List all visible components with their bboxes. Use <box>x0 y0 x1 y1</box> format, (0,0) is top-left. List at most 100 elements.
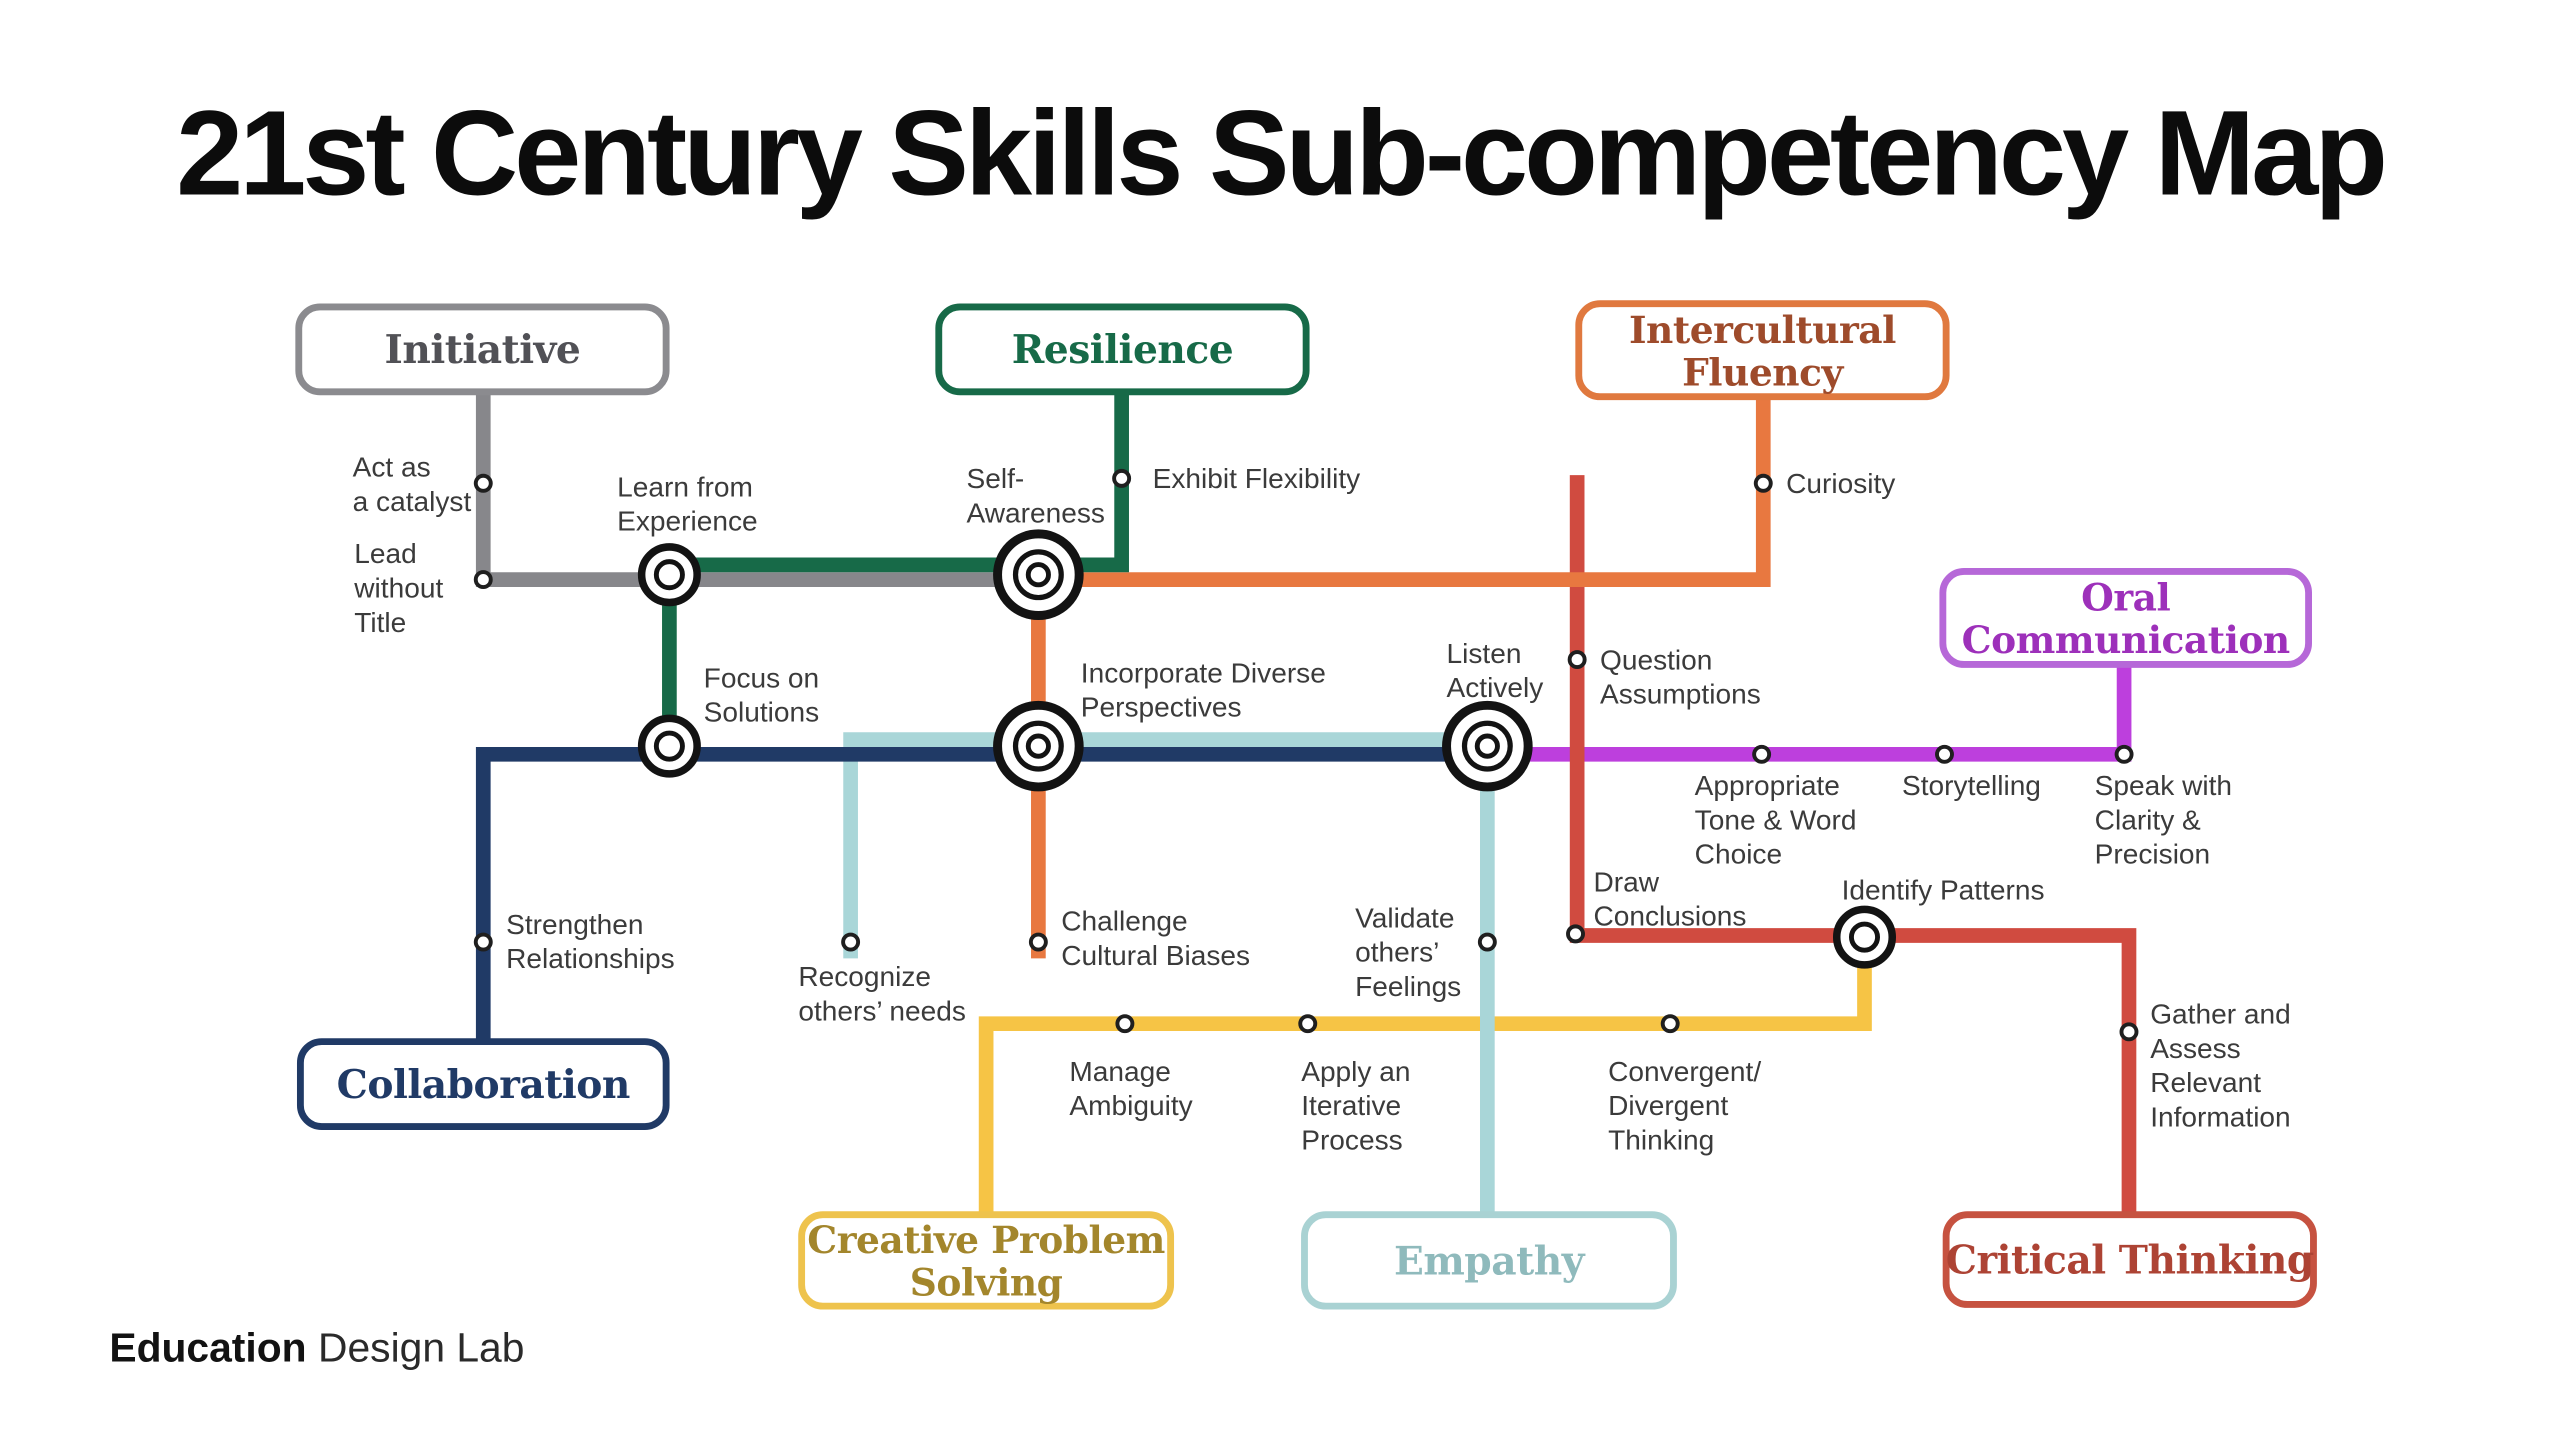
convergent-divergent-thinking-line-1: Convergent/ <box>1608 1056 1761 1087</box>
challenge-cultural-biases-line-2: Cultural Biases <box>1061 940 1250 971</box>
page-title: 21st Century Skills Sub-competency Map <box>176 85 2384 220</box>
label-identify-patterns: Identify Patterns <box>1842 875 2045 906</box>
apply-an-iterative-process-line-2: Iterative <box>1301 1090 1401 1121</box>
footer-brand-light: Design Lab <box>318 1325 524 1371</box>
empathy-box-label-line-1: Empathy <box>1394 1238 1586 1284</box>
competency-box-empathy: Empathy <box>1301 1211 1677 1310</box>
oral-communication-box-label-line-1: Oral <box>2081 576 2170 620</box>
manage-ambiguity-line-2: Ambiguity <box>1069 1090 1192 1121</box>
manage-ambiguity-line-1: Manage <box>1069 1056 1170 1087</box>
strengthen-relationships-line-1: Strengthen <box>506 909 643 940</box>
label-curiosity: Curiosity <box>1786 468 1895 499</box>
draw-conclusions-line-1: Draw <box>1593 866 1659 897</box>
footer-logo: Education Design Lab <box>109 1325 524 1371</box>
initiative-box-label-line-1: Initiative <box>385 327 581 373</box>
station-validate-others-feelings <box>1477 932 1497 952</box>
speak-with-clarity-precision-line-1: Speak with <box>2095 770 2232 801</box>
gather-assess-relevant-information-line-2: Assess <box>2150 1033 2241 1064</box>
station-strengthen-relationships <box>473 932 493 952</box>
station-apply-an-iterative-process <box>1298 1014 1318 1034</box>
appropriate-tone-word-choice-line-3: Choice <box>1695 839 1782 870</box>
empathy-line <box>843 732 1495 1215</box>
act-as-a-catalyst-line-1: Act as <box>353 452 431 483</box>
intercultural-fluency-box-frame <box>1575 300 1950 401</box>
interchange-listen-actively <box>1442 700 1533 792</box>
gather-assess-relevant-information-line-1: Gather and <box>2150 999 2291 1030</box>
convergent-divergent-thinking-line-2: Divergent <box>1608 1090 1728 1121</box>
apply-an-iterative-process-line-3: Process <box>1301 1124 1402 1155</box>
station-exhibit-flexibility <box>1112 468 1132 488</box>
footer-brand-bold: Education <box>109 1325 306 1371</box>
oral-communication-box-frame <box>1939 568 2312 668</box>
station-curiosity <box>1753 473 1773 493</box>
incorporate-diverse-perspectives-ring <box>993 700 1084 792</box>
curiosity-line-1: Curiosity <box>1786 468 1895 499</box>
initiative-box-label: Initiative <box>385 327 581 373</box>
collaboration-line <box>475 746 1488 1042</box>
challenge-cultural-biases-line-1: Challenge <box>1061 906 1187 937</box>
identify-patterns-ring <box>1832 905 1896 969</box>
learn-from-experience-line-1: Learn from <box>617 471 753 502</box>
station-lead-without-title <box>473 570 493 590</box>
creative-problem-solving-box-label-line-1: Creative Problem <box>807 1218 1165 1262</box>
creative-problem-solving-line <box>978 937 1872 1215</box>
draw-conclusions-line-2: Conclusions <box>1593 901 1746 932</box>
creative-problem-solving-box-label-line-2: Solving <box>910 1261 1063 1305</box>
learn-from-experience-ring <box>653 559 685 591</box>
station-recognize-others-needs <box>841 932 861 952</box>
learn-from-experience-line-2: Experience <box>617 506 757 537</box>
collaboration-box-label: Collaboration <box>337 1062 630 1108</box>
speak-with-clarity-precision-line-2: Clarity & <box>2095 804 2201 835</box>
critical-thinking-box-frame <box>1942 1211 2317 1308</box>
convergent-divergent-thinking-line-3: Thinking <box>1608 1124 1714 1155</box>
station-challenge-cultural-biases <box>1028 932 1048 952</box>
station-question-assumptions <box>1567 650 1587 670</box>
empathy-box-frame <box>1301 1211 1677 1310</box>
focus-on-solutions-line-1: Focus on <box>704 662 820 693</box>
recognize-others-needs-line-2: others’ needs <box>798 995 966 1026</box>
resilience-box-label: Resilience <box>1012 327 1233 373</box>
interchange-identify-patterns <box>1832 905 1896 969</box>
gather-assess-relevant-information-line-3: Relevant <box>2150 1067 2261 1098</box>
speak-with-clarity-precision-line-3: Precision <box>2095 839 2210 870</box>
critical-thinking-box-label: Critical Thinking <box>1946 1237 2314 1283</box>
competency-box-initiative: Initiative <box>295 303 670 396</box>
interchange-self-awareness <box>993 529 1084 621</box>
label-exhibit-flexibility: Exhibit Flexibility <box>1153 463 1361 494</box>
exhibit-flexibility-line-1: Exhibit Flexibility <box>1153 463 1361 494</box>
interchange-learn-from-experience <box>637 543 701 607</box>
collaboration-box-frame <box>296 1038 670 1130</box>
self-awareness-ring <box>1025 562 1051 588</box>
resilience-box-frame <box>935 303 1310 396</box>
gather-assess-relevant-information-line-4: Information <box>2150 1102 2290 1133</box>
lead-without-title-line-3: Title <box>354 607 406 638</box>
critical-thinking-box-label-line-1: Critical Thinking <box>1946 1237 2314 1283</box>
listen-actively-ring <box>1474 733 1500 759</box>
initiative-line <box>475 391 1039 587</box>
oral-communication-box-label-line-2: Communication <box>1962 618 2290 662</box>
station-act-as-a-catalyst <box>473 473 493 493</box>
incorporate-diverse-perspectives-ring <box>1012 720 1064 772</box>
listen-actively-ring <box>1461 720 1513 772</box>
appropriate-tone-word-choice-line-2: Tone & Word <box>1695 804 1857 835</box>
resilience-box-label-line-1: Resilience <box>1012 327 1233 373</box>
competency-box-collaboration: Collaboration <box>296 1038 670 1130</box>
competency-box-critical-thinking: Critical Thinking <box>1942 1211 2317 1308</box>
